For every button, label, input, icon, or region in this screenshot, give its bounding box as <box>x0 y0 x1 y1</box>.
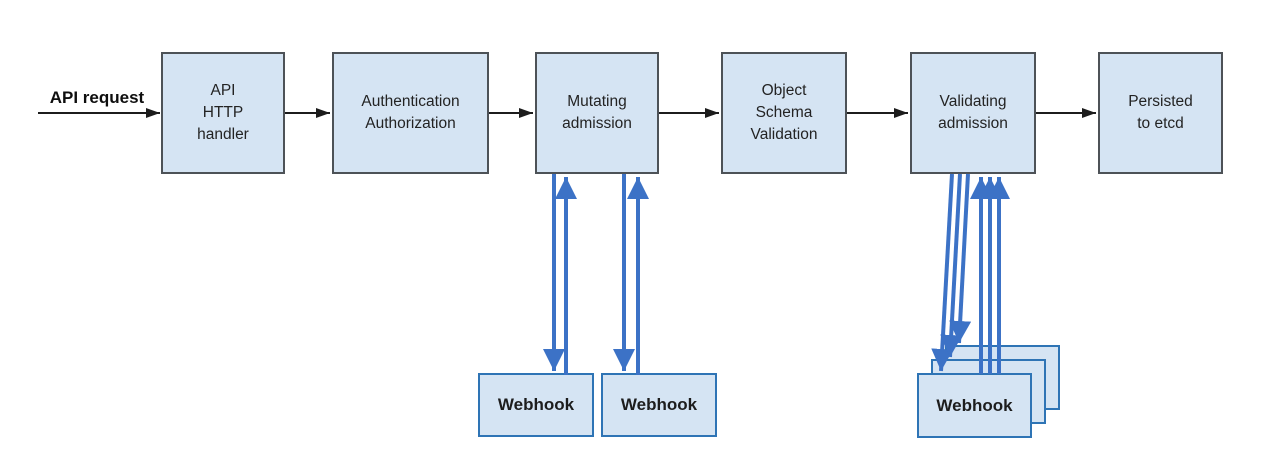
webhook-box-mutating-2-label: Webhook <box>620 395 698 414</box>
node-persisted-to-etcd: Persisted to etcd <box>1098 52 1223 174</box>
node-mutating-admission: Mutating admission <box>535 52 659 174</box>
mutating-webhook-arrows <box>543 174 649 375</box>
node-object-schema-validation-label: Object Schema Validation <box>750 82 818 143</box>
api-request-label: API request <box>49 88 145 107</box>
node-authentication-authorization-label: Authentication Authorization <box>361 93 460 132</box>
node-persisted-to-etcd-label: Persisted to etcd <box>1128 93 1193 132</box>
webhook-box-mutating-1: Webhook <box>478 373 594 437</box>
node-api-http-handler-label: API HTTP handler <box>197 82 249 143</box>
node-object-schema-validation: Object Schema Validation <box>721 52 847 174</box>
node-mutating-admission-label: Mutating admission <box>562 93 632 132</box>
arrow-validating-down-1 <box>931 173 954 372</box>
arrow-validating-down-3 <box>949 173 972 344</box>
node-authentication-authorization: Authentication Authorization <box>332 52 489 174</box>
node-api-http-handler: API HTTP handler <box>161 52 285 174</box>
node-validating-admission-label: Validating admission <box>938 93 1008 132</box>
webhook-box-validating-front: Webhook <box>917 373 1032 438</box>
arrow-validating-down-2 <box>940 173 963 358</box>
webhook-box-mutating-2: Webhook <box>601 373 717 437</box>
validating-webhook-arrows <box>931 173 1010 374</box>
webhook-box-validating-front-label: Webhook <box>936 395 1013 415</box>
webhook-box-mutating-1-label: Webhook <box>497 395 575 414</box>
node-validating-admission: Validating admission <box>910 52 1036 174</box>
